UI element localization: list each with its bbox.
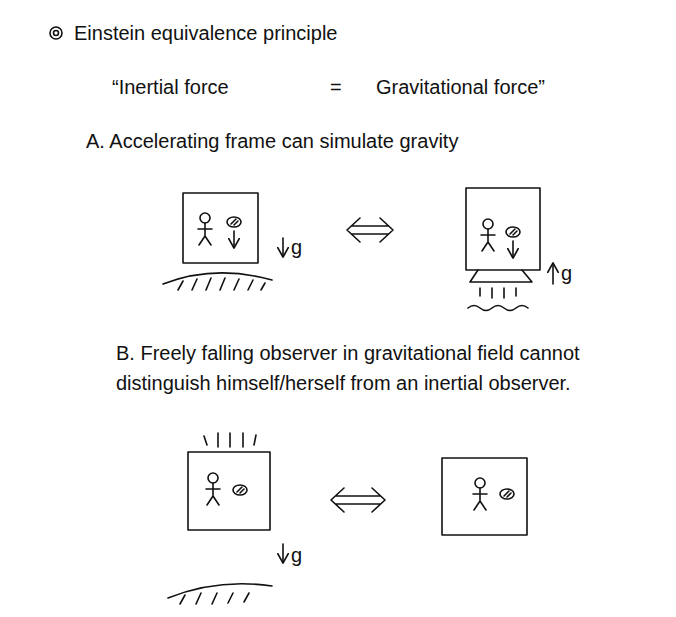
- accelerating-rocket-box: [466, 188, 553, 311]
- symbol-label: g: [291, 232, 302, 262]
- note-text: A. Accelerating frame can simulate gravi…: [86, 126, 458, 156]
- equivalence-arrow: [331, 488, 385, 512]
- symbol-label: =: [330, 72, 342, 102]
- inertial-box: [442, 458, 527, 535]
- note-text: “Inertial force: [112, 72, 229, 102]
- symbol-label: g: [561, 258, 572, 288]
- title: Einstein equivalence principle: [74, 18, 338, 48]
- equivalence-arrow: [347, 218, 393, 242]
- symbol-label: g: [291, 540, 302, 570]
- note-text: Gravitational force”: [376, 72, 545, 102]
- freely-falling-box: [168, 433, 283, 604]
- elevator-on-earth: [163, 193, 283, 290]
- note-text: B. Freely falling observer in gravitatio…: [116, 338, 661, 398]
- bullet-symbol: [50, 27, 62, 39]
